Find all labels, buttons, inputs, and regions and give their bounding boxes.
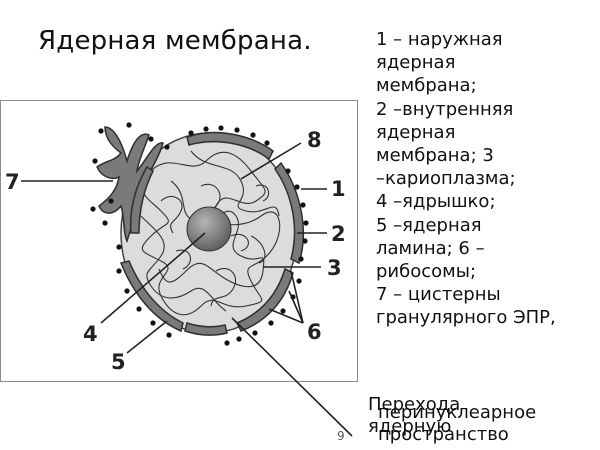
callout-6: 6 [307, 320, 322, 344]
envelope-right [274, 161, 305, 265]
envelope-upper-left [129, 165, 154, 234]
callout-4: 4 [83, 322, 98, 346]
callout-8: 8 [307, 128, 322, 152]
callout-3: 3 [327, 256, 342, 280]
ribosomes [90, 122, 309, 346]
callout-lines [21, 142, 327, 354]
nucleus-diagram: 7 8 1 2 3 4 5 6 [0, 100, 358, 382]
callout-5: 5 [111, 350, 126, 374]
callout-2: 2 [331, 222, 346, 246]
nuclear-envelope [119, 131, 305, 336]
envelope-lower-right [235, 267, 294, 332]
envelope-left [119, 260, 184, 333]
slide-title: Ядерная мембрана. [38, 26, 312, 56]
legend-text: 1 – наружная ядерная мембрана; 2 –внутре… [376, 29, 556, 329]
overlapping-caption-b: перинуклеарное пространство [378, 402, 537, 445]
callout-1: 1 [331, 177, 346, 201]
lamina-pointer-line [231, 317, 353, 437]
page-number: 9 [337, 429, 345, 443]
envelope-top [186, 131, 274, 161]
callout-7: 7 [5, 170, 20, 194]
er-cisterns [96, 126, 164, 244]
chromatin [140, 150, 281, 316]
nucleus-illustration: 7 8 1 2 3 4 5 6 [5, 122, 346, 374]
envelope-bottom [184, 322, 228, 336]
overlapping-caption-a: Перехода ядерную [368, 394, 461, 437]
